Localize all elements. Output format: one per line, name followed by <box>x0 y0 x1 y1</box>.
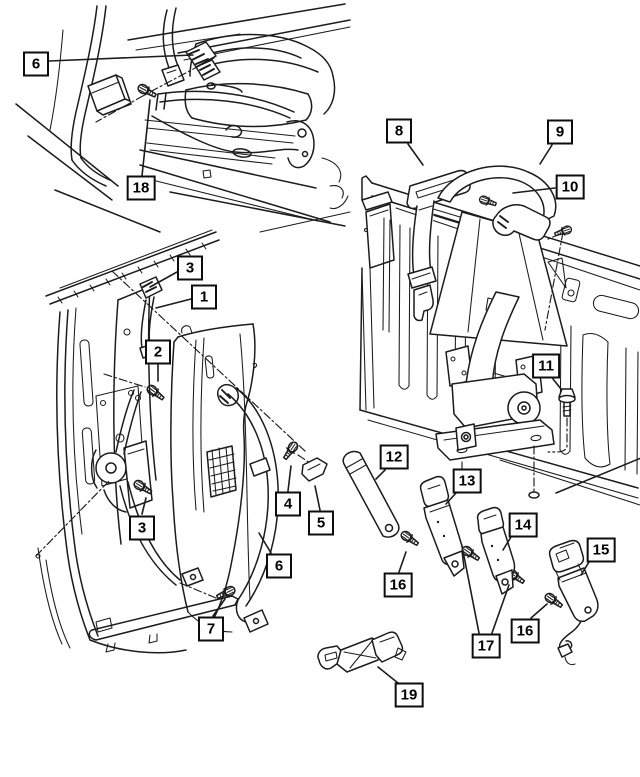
front-seat-belt-illustration <box>15 3 351 233</box>
buckle-parts-illustration <box>317 450 599 673</box>
cab-pillar-belt-illustration <box>35 229 328 654</box>
bed-bulkhead-belt-illustration <box>359 165 640 506</box>
